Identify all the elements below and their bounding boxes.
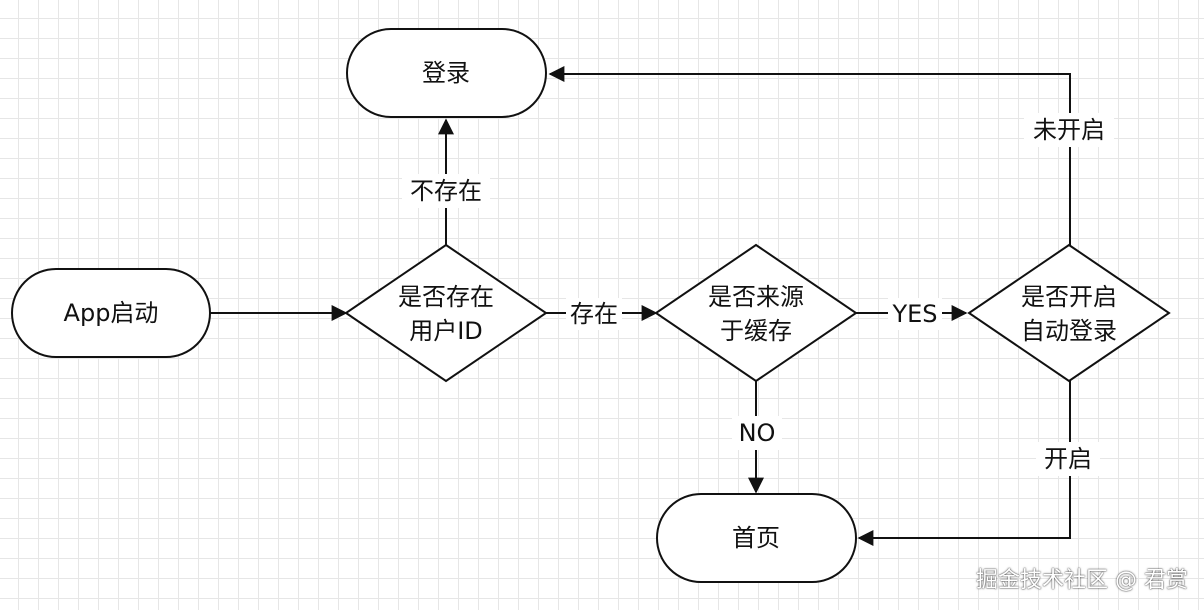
svg-text:未开启: 未开启: [1033, 116, 1105, 144]
edge-label-no: NO: [732, 416, 782, 450]
svg-text:用户ID: 用户ID: [409, 317, 483, 345]
svg-text:NO: NO: [739, 419, 776, 447]
edge-label-exist: 存在: [566, 298, 622, 330]
svg-text:自动登录: 自动登录: [1021, 317, 1117, 345]
svg-text:登录: 登录: [422, 59, 470, 87]
svg-text:不存在: 不存在: [410, 177, 482, 205]
svg-text:是否存在: 是否存在: [398, 283, 494, 311]
svg-text:YES: YES: [891, 300, 937, 328]
watermark: 掘金技术社区 @ 君赏: [976, 568, 1188, 593]
edge-auto-login-to-login: [548, 66, 1071, 245]
node-check-auto-login: 是否开启 自动登录: [967, 243, 1171, 383]
edge-auto-login-to-home: [857, 380, 1071, 546]
edge-label-enabled: 开启: [1036, 442, 1100, 476]
node-login: 登录: [346, 28, 547, 118]
node-check-user-id: 是否存在 用户ID: [344, 243, 548, 383]
svg-text:App启动: App启动: [64, 299, 159, 327]
svg-text:是否开启: 是否开启: [1021, 283, 1117, 311]
svg-text:于缓存: 于缓存: [720, 317, 792, 345]
node-app-start: App启动: [11, 268, 211, 358]
edge-label-not-enabled: 未开启: [1024, 113, 1114, 147]
node-check-cache: 是否来源 于缓存: [654, 243, 858, 383]
svg-text:首页: 首页: [732, 524, 780, 552]
edge-label-not-exist: 不存在: [402, 174, 490, 208]
node-home: 首页: [656, 493, 857, 583]
svg-text:存在: 存在: [570, 300, 618, 328]
svg-text:是否来源: 是否来源: [708, 283, 804, 311]
svg-text:开启: 开启: [1044, 445, 1092, 473]
edge-label-yes: YES: [888, 298, 942, 330]
